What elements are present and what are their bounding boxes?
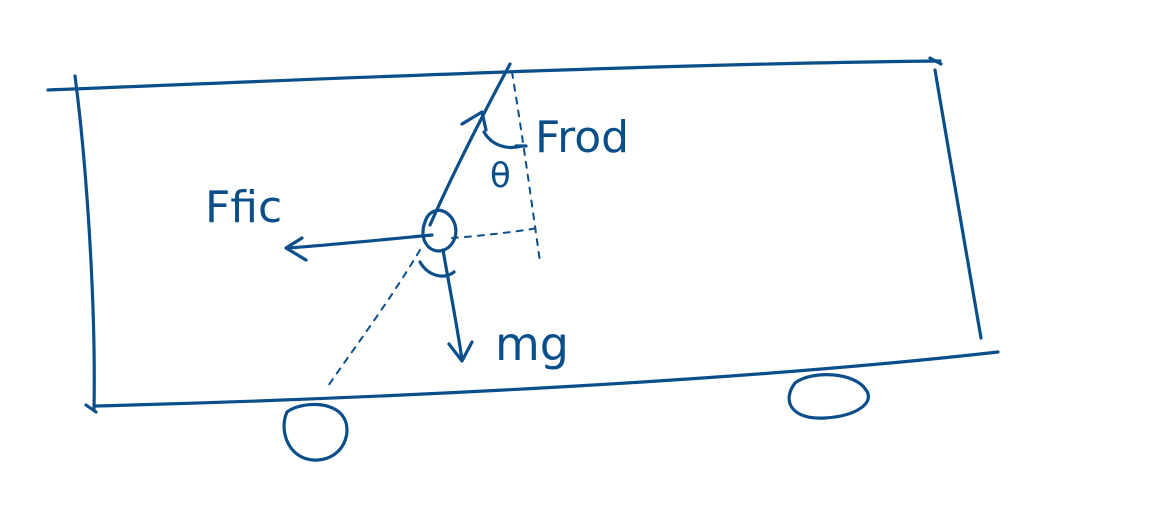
rod-extension-line [327,249,421,387]
left-wheel [282,402,349,462]
weight-arrow [441,248,474,363]
hanging-mass [421,208,458,253]
horizontal-reference-line [451,227,539,239]
cart-left-bottom-tick [84,403,98,414]
rod-force-label: Frod [535,112,629,163]
cart-top-right-tick [928,56,943,66]
cart-left-edge [73,74,96,412]
cart-body [46,56,1000,414]
friction-force-label: Ffic [205,182,282,233]
weight-line [441,248,464,362]
cart-bottom-edge [94,350,1000,408]
right-wheel [787,373,870,420]
weight-label: mg [495,317,569,371]
rod-line [428,62,512,227]
friction-line [286,233,434,250]
cart-top-edge [46,59,942,92]
friction-force-arrow [284,233,434,262]
friction-arrowhead [284,236,308,262]
mass-angle-arc [418,260,456,278]
construction-lines [327,71,541,387]
weight-arrowhead [447,340,474,363]
vertical-reference-line [511,71,541,263]
rod-force-arrow [428,62,512,227]
angle-label: θ [490,156,511,196]
rod-arrowhead [460,110,488,132]
cart-right-edge [933,68,983,340]
wheels [282,373,870,462]
